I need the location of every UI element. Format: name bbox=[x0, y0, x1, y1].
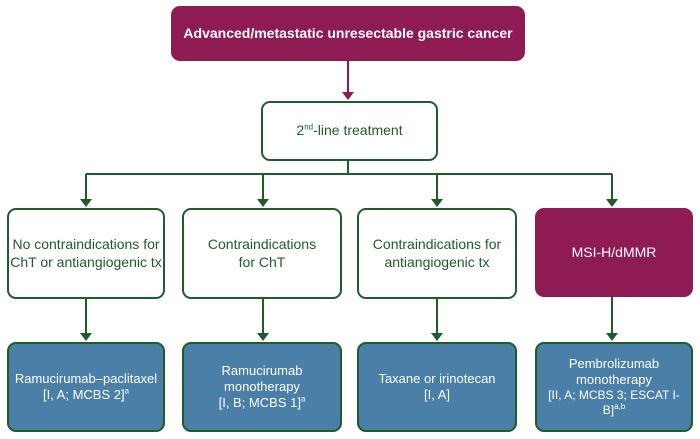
recommendation-line1: Ramucirumab monotherapy bbox=[221, 362, 303, 394]
condition-contraindications-antiangiogenic: Contraindications for antiangiogenic tx bbox=[357, 208, 517, 299]
recommendation-pembrolizumab: Pembrolizumab monotherapy [II, A; MCBS 3… bbox=[535, 342, 693, 432]
root-label: Advanced/metastatic unresectable gastric… bbox=[183, 24, 513, 41]
arrowhead-2 bbox=[257, 199, 269, 207]
condition-line1: Contraindications bbox=[207, 236, 317, 252]
rec-arrowhead-3 bbox=[431, 333, 443, 341]
rec-arrowhead-2 bbox=[257, 333, 269, 341]
recommendation-ramucirumab-paclitaxel: Ramucirumab–paclitaxel [I, A; MCBS 2]a bbox=[7, 342, 165, 432]
condition-line1: MSI-H/dMMR bbox=[571, 243, 657, 260]
recommendation-line2: [II, A; MCBS 3; ESCAT I-B]a,b bbox=[548, 388, 680, 418]
condition-line1: No contraindications for bbox=[12, 236, 160, 252]
condition-line2: antiangiogenic tx bbox=[384, 253, 490, 270]
recommendation-line2: [I, A; MCBS 2]a bbox=[42, 386, 130, 402]
condition-msi-h: MSI-H/dMMR bbox=[535, 208, 693, 297]
condition-line1: Contraindications for bbox=[372, 236, 502, 252]
arrowhead-3 bbox=[431, 199, 443, 207]
recommendation-line2: [I, A] bbox=[423, 387, 450, 402]
second-line-node: 2nd-line treatment bbox=[261, 101, 438, 161]
condition-no-contraindications: No contraindications for ChT or antiangi… bbox=[7, 208, 165, 299]
recommendation-line1: Pembrolizumab monotherapy bbox=[568, 355, 660, 387]
rec-arrowhead-4 bbox=[606, 333, 618, 341]
arrowhead-4 bbox=[606, 199, 618, 207]
condition-line2: for ChT bbox=[238, 253, 286, 270]
rec-arrowhead-1 bbox=[80, 333, 92, 341]
root-arrowhead bbox=[342, 92, 354, 100]
arrowhead-1 bbox=[80, 199, 92, 207]
recommendation-line2: [I, B; MCBS 1]a bbox=[218, 394, 306, 411]
recommendation-ramucirumab-monotherapy: Ramucirumab monotherapy [I, B; MCBS 1]a bbox=[182, 342, 342, 432]
recommendation-line1: Taxane or irinotecan bbox=[378, 370, 496, 386]
condition-contraindications-cht: Contraindications for ChT bbox=[182, 208, 342, 299]
second-line-label: 2nd-line treatment bbox=[296, 122, 403, 139]
root-node: Advanced/metastatic unresectable gastric… bbox=[171, 6, 525, 61]
recommendation-line1: Ramucirumab–paclitaxel bbox=[14, 370, 158, 386]
recommendation-taxane-irinotecan: Taxane or irinotecan [I, A] bbox=[357, 342, 517, 432]
condition-line2: ChT or antiangiogenic tx bbox=[10, 253, 162, 270]
